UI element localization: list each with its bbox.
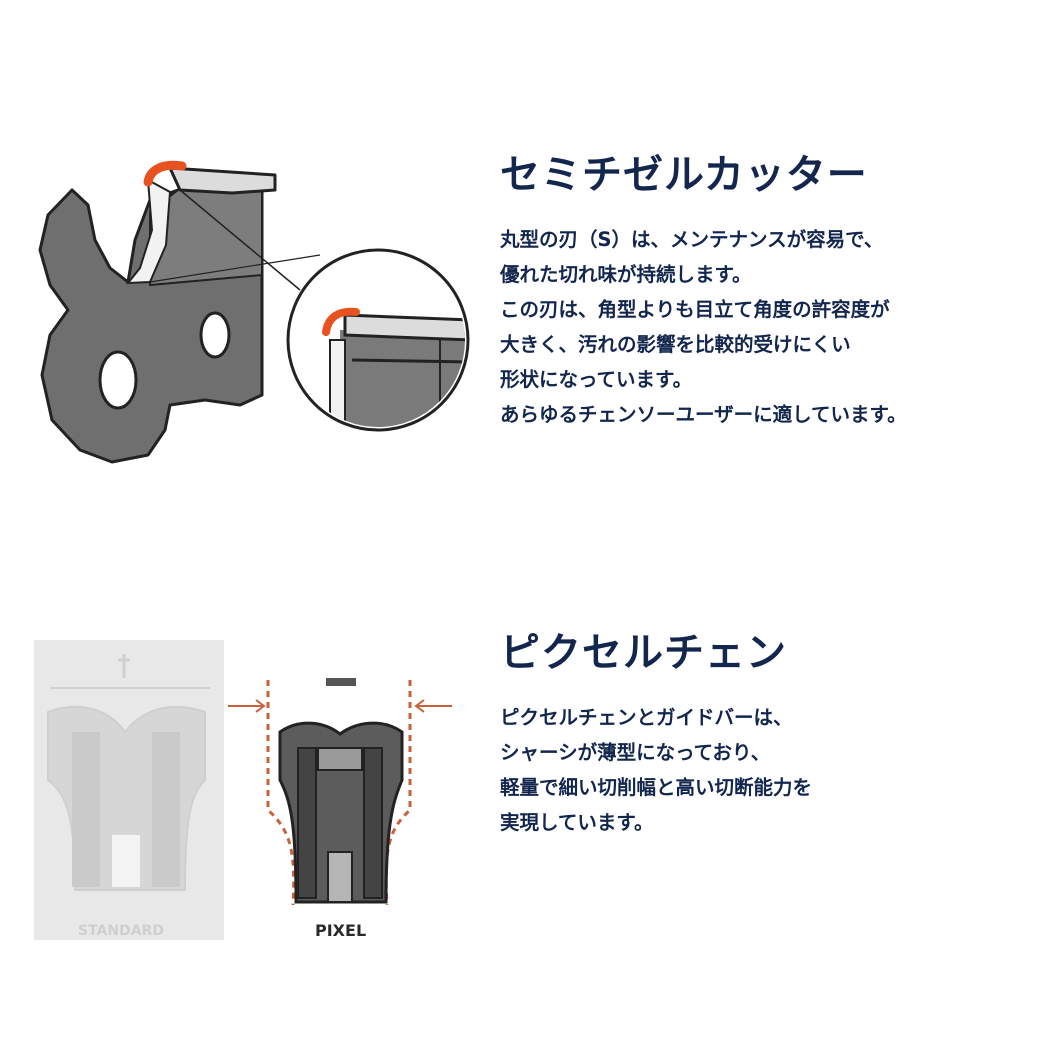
description-line: 実現しています。 [500,811,654,834]
pixel-chain-description: ピクセルチェンとガイドバーは、 シャーシが薄型になっており、 軽量で細い切削幅と… [500,700,812,840]
pixel-label: PIXEL [315,921,366,940]
semi-chisel-cutter-illustration [38,160,470,464]
pixel-chain-title: ピクセルチェン [500,630,787,676]
description-line: 優れた切れ味が持続します。 [500,263,752,286]
pixel-chain-section: STANDARD PIXEL ピクセルチェン ピクセルチェンとガイドバーは、 シ… [0,520,1040,1040]
standard-label: STANDARD [78,923,164,939]
description-line: ピクセルチェンとガイドバーは、 [500,706,793,729]
standard-chain-diagram: STANDARD [34,640,224,940]
description-line: 軽量で細い切削幅と高い切断能力を [500,776,813,799]
description-line: あらゆるチェンソーユーザーに適しています。 [500,403,907,426]
description-line: シャーシが薄型になっており、 [500,741,771,764]
pixel-chain-diagram: PIXEL [278,721,404,940]
pixel-comparison-illustration: STANDARD PIXEL [34,640,452,940]
description-line: 丸型の刃（S）は、メンテナンスが容易で、 [500,228,884,251]
semi-chisel-section: セミチゼルカッター 丸型の刃（S）は、メンテナンスが容易で、 優れた切れ味が持続… [38,152,907,464]
description-line: 大きく、汚れの影響を比較的受けにくい [500,333,851,356]
description-line: 形状になっています。 [500,368,693,391]
semi-chisel-description: 丸型の刃（S）は、メンテナンスが容易で、 優れた切れ味が持続します。 この刃は、… [500,222,907,432]
semi-chisel-title: セミチゼルカッター [500,152,868,198]
description-line: この刃は、角型よりも目立て角度の許容度が [500,298,890,321]
